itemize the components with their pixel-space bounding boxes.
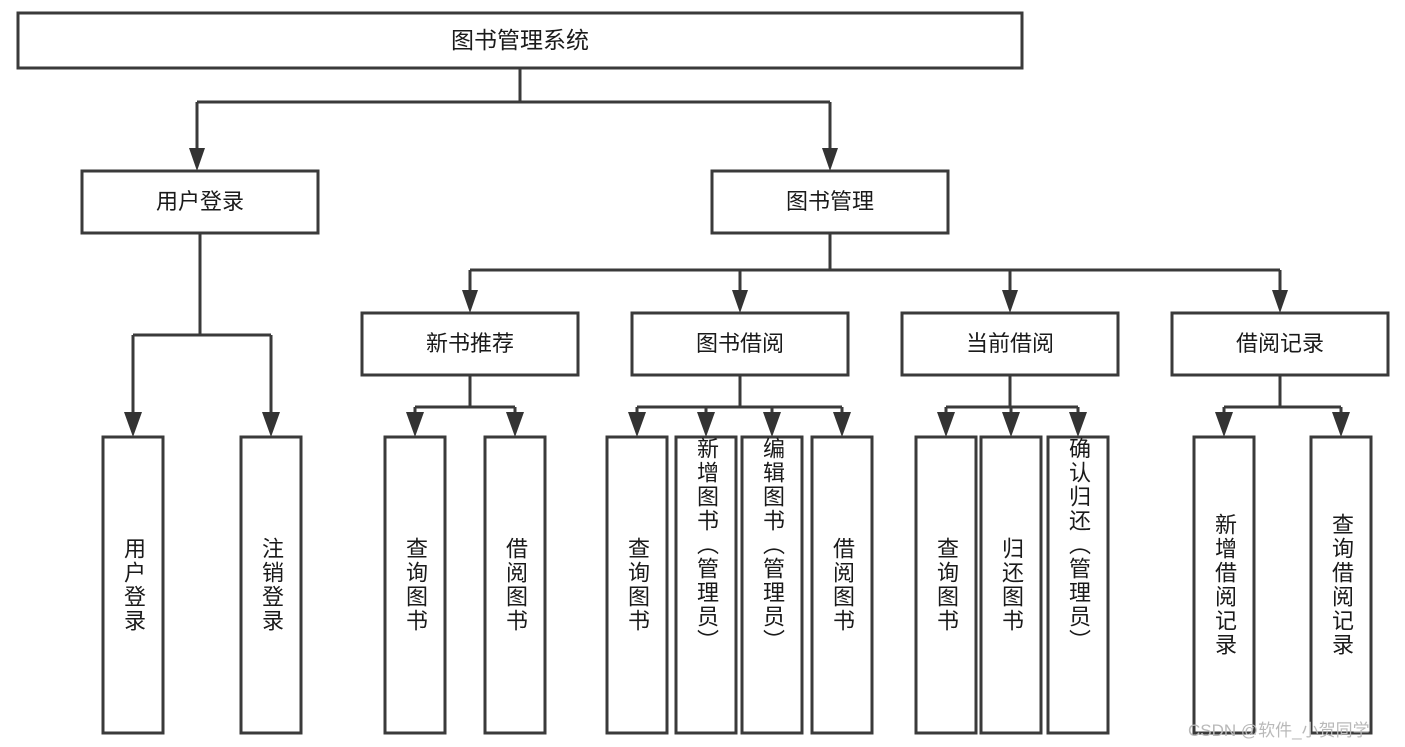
connector-bookborrow-to-leaves [628,375,851,437]
node-current-borrow[interactable]: 当前借阅 [900,311,1120,377]
connector-userlogin-to-leaves [124,233,280,437]
leaf-node-bookborrow-add[interactable] [674,435,738,735]
node-new-book-recommend-label: 新书推荐 [426,331,514,356]
leaf-node-newbook-borrow[interactable] [483,435,547,735]
leaf-node-bookborrow-borrow[interactable] [810,435,874,735]
node-user-login-label: 用户登录 [156,189,244,214]
leaf-node-user-login-logout[interactable] [239,435,303,735]
connector-newbook-to-leaves [406,375,524,437]
node-book-borrow-label: 图书借阅 [696,331,784,356]
leaf-node-bookborrow-edit[interactable] [740,435,804,735]
node-borrow-record[interactable]: 借阅记录 [1170,311,1390,377]
node-root-system[interactable]: 图书管理系统 [16,11,1024,70]
node-book-management-label: 图书管理 [786,189,874,214]
leaf-node-user-login-login[interactable] [101,435,165,735]
node-new-book-recommend[interactable]: 新书推荐 [360,311,580,377]
node-book-borrow[interactable]: 图书借阅 [630,311,850,377]
leaf-node-currentborrow-query[interactable] [914,435,978,735]
leaf-node-newbook-query[interactable] [383,435,447,735]
node-root-label: 图书管理系统 [451,27,589,53]
connector-currentborrow-to-leaves [937,375,1087,437]
node-user-login[interactable]: 用户登录 [80,169,320,235]
leaf-node-currentborrow-confirm[interactable] [1046,435,1110,735]
leaf-node-currentborrow-return[interactable] [979,435,1043,735]
connector-borrowrecord-to-leaves [1215,375,1350,437]
connector-bookmgmt-to-level3 [462,233,1288,313]
leaf-node-borrowrecord-add[interactable] [1192,435,1256,735]
node-borrow-record-label: 借阅记录 [1236,331,1324,356]
connector-root-to-level2 [189,68,838,171]
leaf-node-borrowrecord-query[interactable] [1309,435,1373,735]
node-current-borrow-label: 当前借阅 [966,331,1054,356]
node-book-management[interactable]: 图书管理 [710,169,950,235]
leaf-node-bookborrow-query[interactable] [605,435,669,735]
